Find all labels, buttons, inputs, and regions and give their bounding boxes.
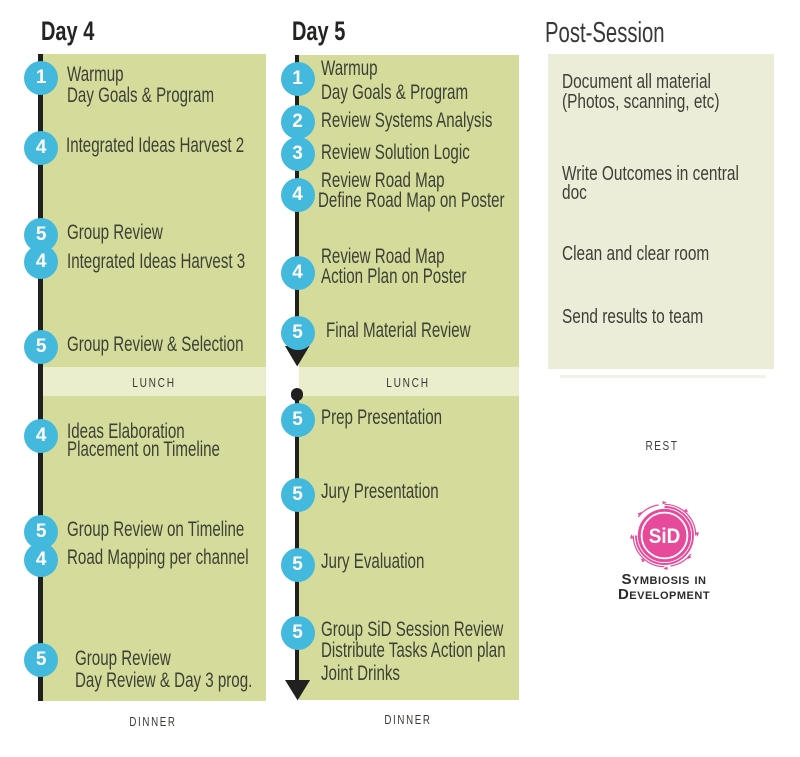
- svg-text:SiD: SiD: [649, 525, 681, 548]
